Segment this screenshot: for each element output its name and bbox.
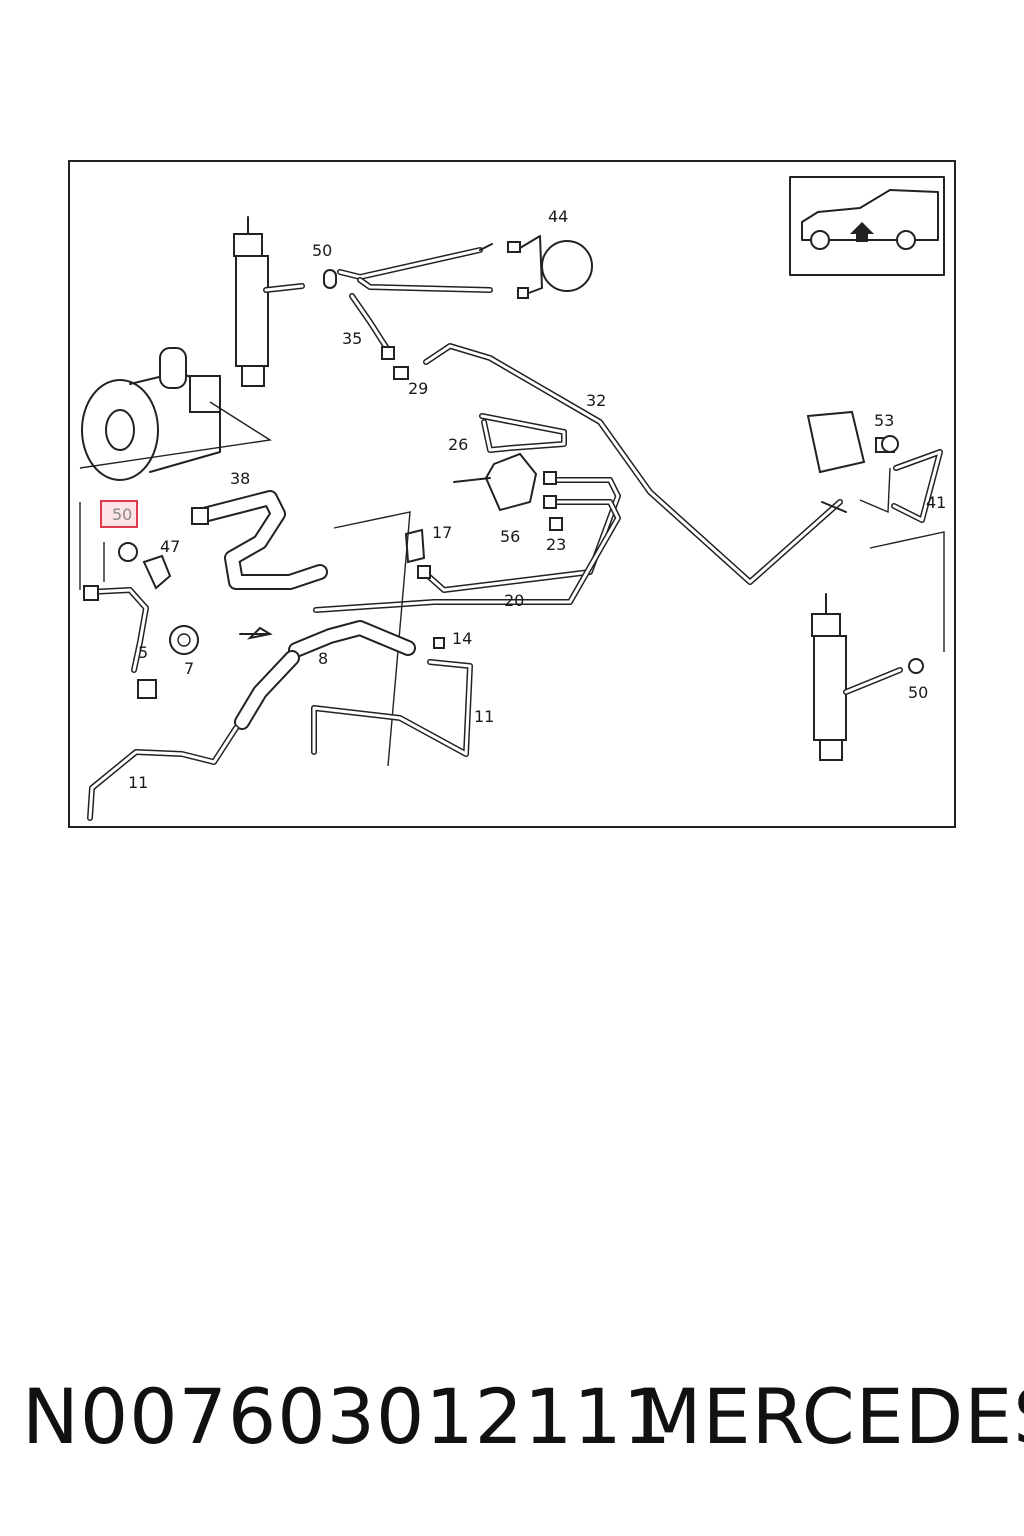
callout-20: 20	[504, 591, 525, 610]
accumulator-sphere	[507, 235, 593, 299]
hydraulic-pump	[79, 347, 272, 481]
hose-5	[79, 502, 445, 699]
part-footer: N007603012111 MERCEDES	[0, 1372, 1024, 1472]
callout-7: 7	[184, 659, 195, 678]
car-orientation-icon	[789, 176, 945, 276]
accumulator-cylinder	[806, 410, 945, 652]
valve-block-56	[313, 413, 621, 613]
callout-29: 29	[408, 379, 429, 398]
callout-8: 8	[318, 649, 329, 668]
callout-11-left: 11	[128, 773, 149, 792]
callout-41: 41	[926, 493, 947, 512]
callout-5: 5	[138, 643, 149, 662]
callout-23: 23	[546, 535, 567, 554]
callout-53: 53	[874, 411, 895, 430]
callout-11-right: 11	[474, 707, 495, 726]
hose-38	[191, 490, 328, 590]
hose-8	[87, 620, 473, 821]
callout-47: 47	[160, 537, 181, 556]
callout-56: 56	[500, 527, 521, 546]
brand-name: MERCEDES	[636, 1372, 1024, 1461]
callout-35: 35	[342, 329, 363, 348]
pipe-32	[393, 343, 843, 585]
pipe-35	[323, 243, 493, 360]
callout-38: 38	[230, 469, 251, 488]
front-shock-absorber	[233, 216, 305, 387]
callout-17: 17	[432, 523, 453, 542]
callout-44: 44	[548, 207, 569, 226]
callout-32: 32	[586, 391, 607, 410]
callout-50-selected[interactable]: 50	[100, 500, 138, 528]
part-number: N007603012111	[22, 1372, 673, 1461]
rear-shock-absorber	[811, 593, 924, 761]
callout-50-top: 50	[312, 241, 333, 260]
nut-17	[333, 511, 426, 767]
hydraulic-lines-drawing	[79, 176, 945, 821]
callout-26: 26	[448, 435, 469, 454]
parts-diagram: 50 44 35 29 32 26 38 50 47 17 56 23 53 4…	[68, 160, 956, 828]
callout-14: 14	[452, 629, 473, 648]
callout-50-bottom: 50	[908, 683, 929, 702]
